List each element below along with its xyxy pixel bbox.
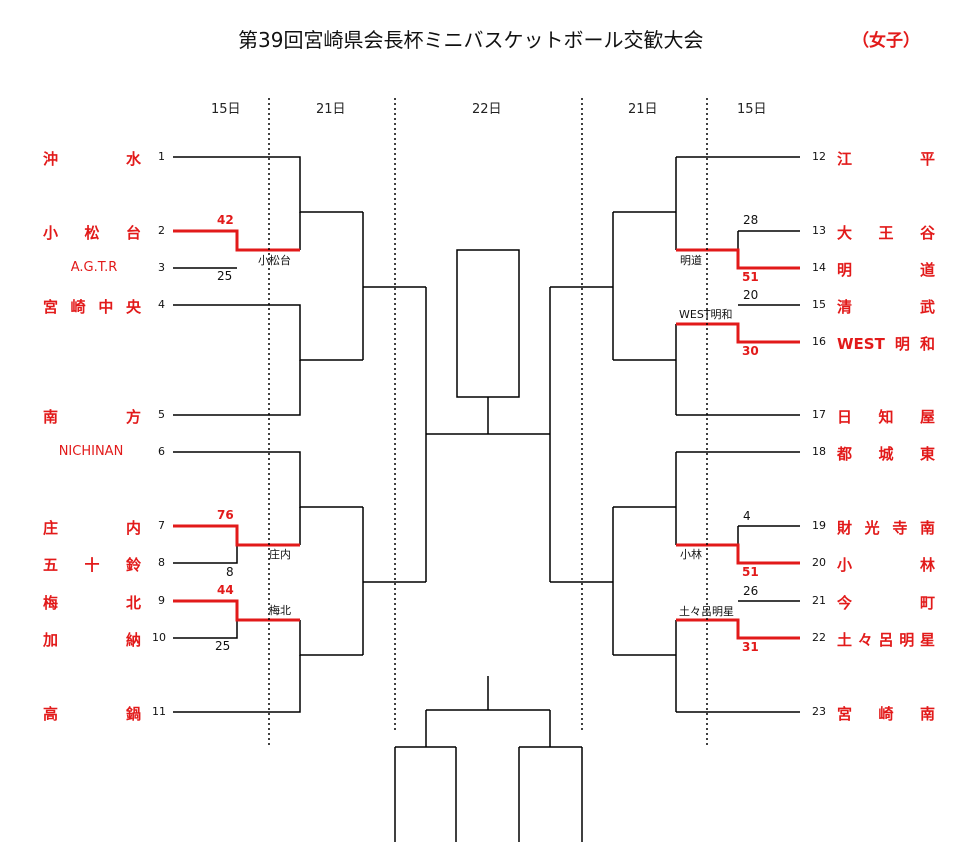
category-label: （女子） xyxy=(852,31,920,51)
score-g3-win: 44 xyxy=(217,583,234,597)
team-right-12: 江 平 xyxy=(837,150,935,168)
score-g4-win: 51 xyxy=(742,270,759,284)
seed-4: 4 xyxy=(158,298,165,311)
seed-7: 7 xyxy=(158,519,165,532)
winner-g2: 庄内 xyxy=(269,548,291,561)
seed-16: 16 xyxy=(812,335,826,348)
team-left-1: 沖 水 xyxy=(43,150,141,168)
day-label-left-21: 21日 xyxy=(316,102,346,117)
seed-19: 19 xyxy=(812,519,826,532)
page-title: 第39回宮崎県会長杯ミニバスケットボール交歓大会 xyxy=(238,28,704,52)
score-g1-win: 42 xyxy=(217,213,234,227)
team-right-20: 小 林 xyxy=(837,556,935,574)
team-right-15: 清 武 xyxy=(837,298,935,316)
team-left-2: 小松台 xyxy=(43,224,141,242)
score-g2-win: 76 xyxy=(217,508,234,522)
seed-3: 3 xyxy=(158,261,165,274)
team-right-21: 今 町 xyxy=(837,594,935,612)
seed-1: 1 xyxy=(158,150,165,163)
team-left-11: 高 鍋 xyxy=(43,705,141,723)
winner-g5: WEST明和 xyxy=(679,308,733,321)
seed-6: 6 xyxy=(158,445,165,458)
seed-18: 18 xyxy=(812,445,826,458)
team-left-3: A.G.T.R xyxy=(70,260,118,275)
team-left-7: 庄 内 xyxy=(43,519,141,537)
seed-11: 11 xyxy=(152,705,166,718)
score-g2-lose: 8 xyxy=(226,565,234,579)
score-g7-win: 31 xyxy=(742,640,759,654)
score-g5-win: 30 xyxy=(742,344,759,358)
score-g6-lose: 4 xyxy=(743,509,751,523)
winner-g1: 小松台 xyxy=(258,254,291,267)
seed-14: 14 xyxy=(812,261,826,274)
team-left-9: 梅 北 xyxy=(43,594,141,612)
seed-23: 23 xyxy=(812,705,826,718)
winner-g3: 梅北 xyxy=(269,604,291,617)
team-left-6: NICHINAN xyxy=(58,444,124,459)
seed-8: 8 xyxy=(158,556,165,569)
seed-9: 9 xyxy=(158,594,165,607)
seed-13: 13 xyxy=(812,224,826,237)
seed-15: 15 xyxy=(812,298,826,311)
score-g3-lose: 25 xyxy=(215,639,231,653)
team-left-10: 加 納 xyxy=(43,631,141,649)
winner-g6: 小林 xyxy=(680,548,702,561)
day-label-right-21: 21日 xyxy=(628,102,658,117)
team-right-18: 都城東 xyxy=(837,445,935,463)
score-g1-lose: 25 xyxy=(217,269,233,283)
seed-17: 17 xyxy=(812,408,826,421)
seed-22: 22 xyxy=(812,631,826,644)
score-g4-lose: 28 xyxy=(743,213,759,227)
team-right-13: 大王谷 xyxy=(837,224,935,242)
team-left-8: 五十鈴 xyxy=(43,556,141,574)
day-separators xyxy=(268,98,708,748)
seed-5: 5 xyxy=(158,408,165,421)
team-left-4: 宮崎中央 xyxy=(43,298,141,316)
team-right-19: 財光寺南 xyxy=(837,519,935,537)
seed-2: 2 xyxy=(158,224,165,237)
day-label-center-22: 22日 xyxy=(472,102,502,117)
score-g6-win: 51 xyxy=(742,565,759,579)
team-right-17: 日知屋 xyxy=(837,408,935,426)
winner-g4: 明道 xyxy=(680,254,702,267)
team-left-5: 南 方 xyxy=(43,408,141,426)
seed-21: 21 xyxy=(812,594,826,607)
score-g7-lose: 26 xyxy=(743,584,759,598)
winner-g7: 土々呂明星 xyxy=(679,605,734,618)
team-right-23: 宮崎南 xyxy=(837,705,935,723)
seed-12: 12 xyxy=(812,150,826,163)
team-right-22: 土々呂明星 xyxy=(837,631,935,649)
seed-10: 10 xyxy=(152,631,166,644)
team-right-14: 明 道 xyxy=(837,261,935,279)
team-right-16: WEST明和 xyxy=(837,335,935,353)
day-label-right-15: 15日 xyxy=(737,102,767,117)
day-label-left-15: 15日 xyxy=(211,102,241,117)
score-g5-lose: 20 xyxy=(743,288,759,302)
bracket-lines xyxy=(173,156,800,842)
seed-20: 20 xyxy=(812,556,826,569)
